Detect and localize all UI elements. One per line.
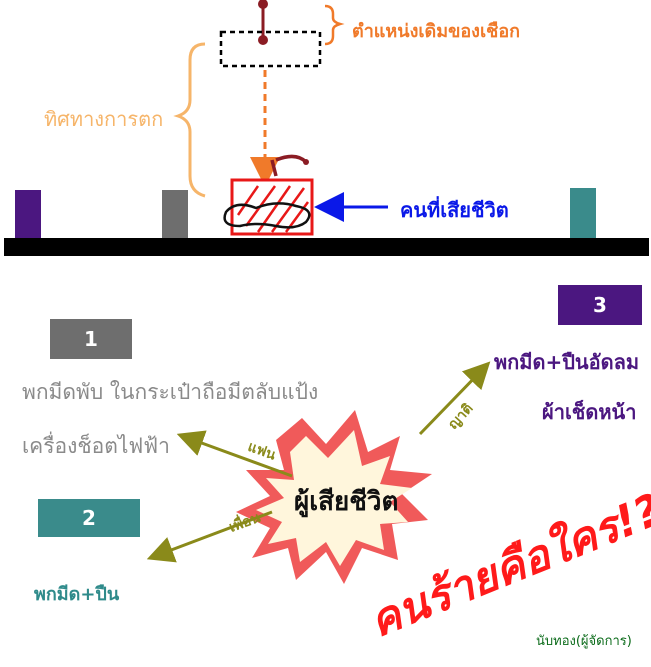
rope-original-label: ตำแหน่งเดิมของเชือก	[352, 21, 521, 42]
suspect-2-number: 2	[82, 506, 96, 530]
author-signature: นับทอง(ผู้จัดการ)	[536, 634, 632, 649]
suspect-3-badge: 3	[558, 285, 642, 325]
suspect-1-evidence-line-1: พกมีดพับ ในกระเป๋าถือมีตลับแป้ง	[22, 380, 319, 404]
fall-direction-label: ทิศทางการตก	[44, 107, 164, 131]
floor	[4, 238, 649, 256]
victim-center-label: ผู้เสียชีวิต	[294, 487, 399, 517]
suspect-1-marker	[162, 190, 188, 238]
suspect-3-evidence-line-2: ผ้าเช็ดหน้า	[542, 400, 637, 424]
arrow-to-suspect-2	[146, 510, 273, 563]
suspect-1-badge: 1	[50, 319, 132, 359]
arrow-to-suspect-1	[176, 430, 293, 478]
deceased-person-label: คนที่เสียชีวิต	[400, 198, 509, 222]
suspect-2-badge: 2	[38, 499, 140, 537]
rope-label-brace	[324, 4, 345, 46]
rope-original	[219, 0, 322, 68]
suspect-1-evidence-line-2: เครื่องช็อตไฟฟ้า	[22, 434, 170, 458]
suspect-2-marker	[570, 188, 596, 238]
arrow-to-suspect-3	[418, 361, 491, 436]
suspect-2-evidence-line-1: พกมีด+ปืน	[34, 584, 120, 605]
victim-burst	[236, 410, 432, 584]
victim-body	[223, 154, 314, 236]
suspect-3-marker	[15, 190, 41, 238]
suspect-1-number: 1	[84, 327, 98, 351]
fall-direction-brace	[173, 42, 206, 198]
suspect-3-number: 3	[593, 293, 607, 317]
suspect-3-evidence-line-1: พกมีด+ปืนอัดลม	[494, 350, 640, 374]
